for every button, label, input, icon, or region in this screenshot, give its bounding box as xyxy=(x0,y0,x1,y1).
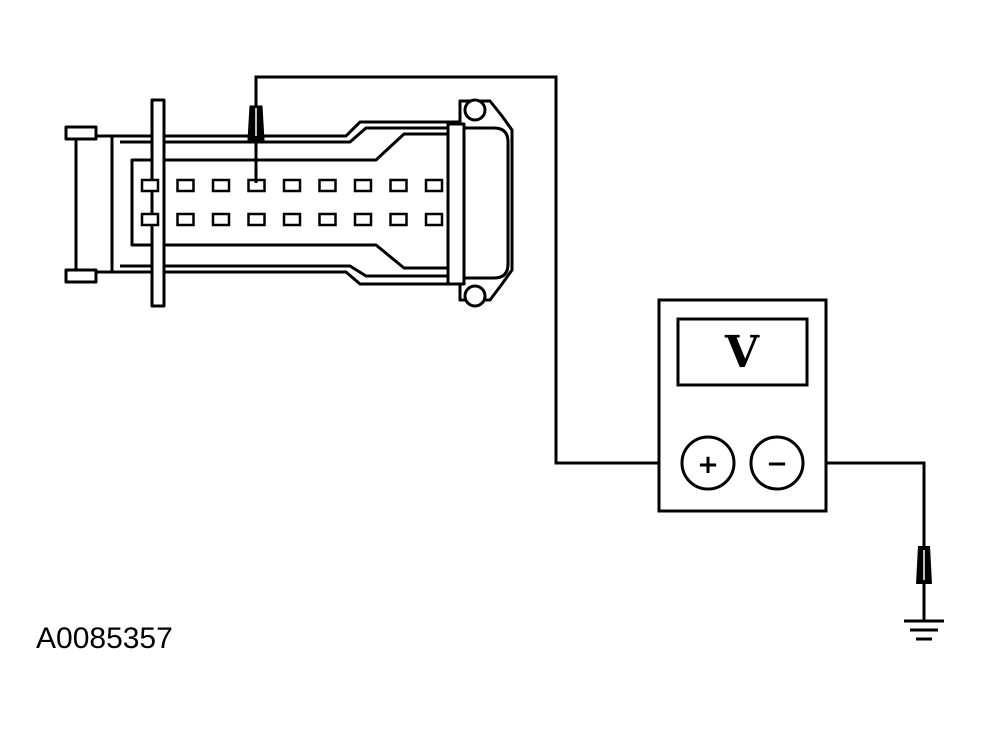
connector-end-cap xyxy=(74,134,116,274)
pin-cavity xyxy=(211,212,231,227)
pin-cavity xyxy=(353,212,373,227)
pin-cavity xyxy=(389,178,408,193)
pin-cavity xyxy=(247,212,266,227)
pin-cavity xyxy=(318,178,337,193)
pin-cavity xyxy=(176,178,195,193)
voltmeter-display xyxy=(676,317,809,387)
pin-cavity xyxy=(282,212,302,227)
pin-cavity xyxy=(353,178,373,193)
positive-terminal-label: + xyxy=(697,450,719,480)
pin-cavity xyxy=(176,212,195,227)
pin-cavity xyxy=(282,178,302,193)
voltmeter: V + − xyxy=(657,298,828,513)
mount-hole-top xyxy=(463,98,487,122)
ground-probe xyxy=(916,546,932,584)
connector-latch-loop xyxy=(464,126,510,280)
pin-cavity xyxy=(140,212,160,227)
negative-lead-wire xyxy=(800,461,926,548)
ground-symbol xyxy=(904,619,944,641)
pin-cavity xyxy=(318,212,337,227)
pin-cavity xyxy=(140,178,160,193)
positive-lead-wire xyxy=(254,75,684,465)
connector-flange xyxy=(150,98,166,308)
positive-terminal xyxy=(680,435,736,491)
voltmeter-mode-label: V xyxy=(724,327,760,378)
connector-latch xyxy=(446,122,466,286)
connector-cap-tab-bottom xyxy=(64,268,98,284)
pin-cavity xyxy=(389,212,408,227)
pin-cavity xyxy=(211,178,231,193)
back-probe xyxy=(247,105,265,183)
connector-cap-tab-top xyxy=(64,125,98,141)
pin-cavity xyxy=(424,178,444,193)
pin-cavity xyxy=(424,212,444,227)
test-wires xyxy=(254,75,926,620)
negative-terminal-label: − xyxy=(766,449,788,479)
mount-hole-bottom xyxy=(463,284,487,308)
figure-reference-code: A0085357 xyxy=(36,622,173,655)
negative-terminal xyxy=(749,435,805,491)
connector-pins xyxy=(140,178,444,227)
connector xyxy=(64,98,514,308)
